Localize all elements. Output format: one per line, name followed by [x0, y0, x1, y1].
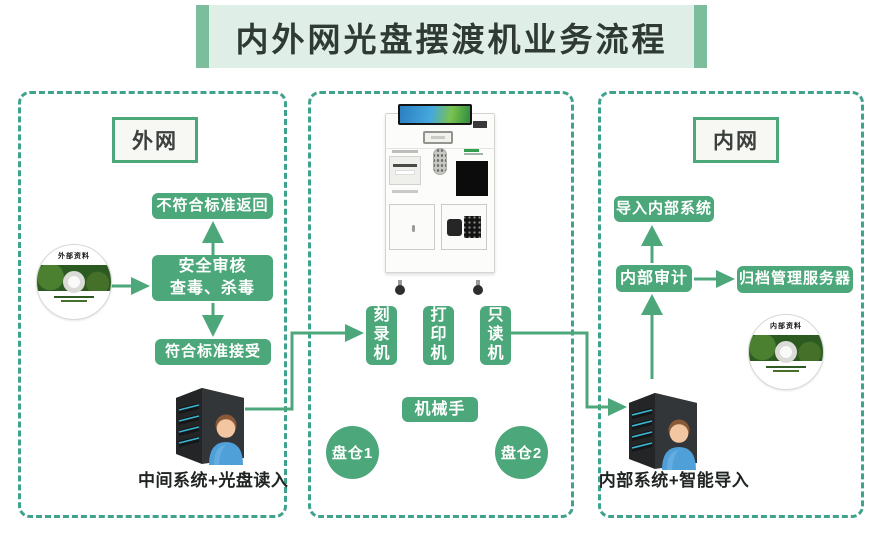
optical-disc-external-icon: 外部资料 — [36, 244, 112, 320]
server-led-slots — [631, 408, 653, 452]
machine-panel — [308, 91, 574, 518]
printer-box: 打印机 — [423, 306, 454, 365]
disc-label: 内部资料 — [770, 323, 802, 330]
banner-accent-right — [694, 5, 707, 68]
machine-disc-slot — [423, 131, 453, 144]
external-network-panel — [18, 91, 287, 518]
external-server-caption: 中间系统+光盘读入 — [138, 471, 289, 490]
disc-bay-1: 盘仓1 — [326, 426, 379, 479]
machine-screen — [398, 104, 472, 125]
internal-audit-box: 内部审计 — [616, 265, 692, 292]
server-led-slots — [178, 403, 200, 447]
disc-ferry-machine-image — [378, 104, 502, 296]
external-network-tag: 外网 — [111, 111, 199, 169]
archive-server-box: 归档管理服务器 — [737, 266, 853, 293]
machine-wheel-left — [394, 280, 406, 296]
person-icon — [662, 419, 696, 470]
external-network-label: 外网 — [132, 130, 178, 153]
person-icon — [209, 414, 243, 465]
reject-box: 不符合标准返回 — [152, 193, 273, 219]
machine-logo — [464, 149, 484, 157]
banner-accent-left — [196, 5, 209, 68]
internal-network-panel — [598, 91, 864, 518]
machine-dark-window — [456, 161, 488, 196]
accept-box: 符合标准接受 — [155, 339, 271, 365]
internal-network-tag: 内网 — [692, 111, 780, 169]
machine-vent — [473, 121, 487, 128]
disc-hole — [775, 341, 797, 363]
import-internal-system-box: 导入内部系统 — [614, 196, 714, 222]
disc-label: 外部资料 — [58, 253, 90, 260]
title-banner: 内外网光盘摆渡机业务流程 — [196, 5, 707, 68]
disc-art-band — [749, 335, 823, 361]
machine-keypad — [433, 148, 447, 175]
page-title: 内外网光盘摆渡机业务流程 — [235, 20, 668, 58]
reader-box: 只读机 — [480, 306, 511, 365]
internal-server-caption: 内部系统+智能导入 — [598, 471, 750, 490]
disc-hole — [63, 271, 85, 293]
machine-printer-unit — [389, 150, 421, 193]
machine-lock-handle — [447, 219, 462, 236]
internal-network-label: 内网 — [713, 130, 759, 153]
disc-bay-2: 盘仓2 — [495, 426, 548, 479]
optical-disc-internal-icon: 内部资料 — [748, 314, 824, 390]
machine-door-left — [389, 204, 435, 250]
burner-box: 刻录机 — [366, 306, 397, 365]
robot-arm-box: 机械手 — [402, 397, 478, 422]
machine-wheel-right — [472, 280, 484, 296]
external-server-icon — [170, 372, 250, 467]
machine-lock-keypad — [464, 216, 481, 238]
security-audit-box: 安全审核 查毒、杀毒 — [152, 255, 273, 301]
machine-door-right — [441, 204, 487, 250]
internal-server-icon — [623, 377, 703, 472]
